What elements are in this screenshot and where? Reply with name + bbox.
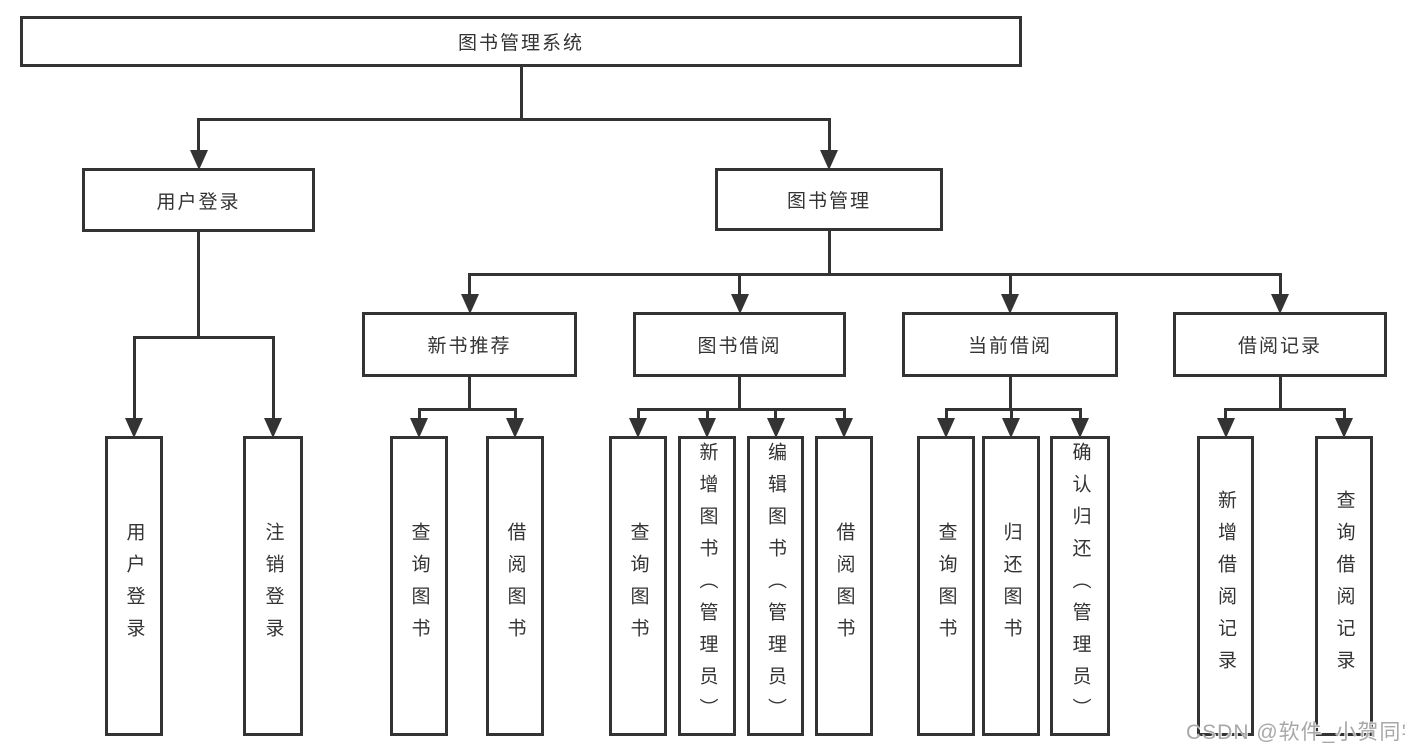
arrow-down-icon-leaf-logout [264, 418, 282, 438]
node-leaf-query-books-recommend: 查询图书 [390, 436, 448, 736]
node-leaf-borrow-books-recommend: 借阅图书 [486, 436, 544, 736]
node-label: 归还图书 [1000, 522, 1022, 650]
connector-stub-borrowing-records [1279, 375, 1282, 411]
connector-drop-leaf-borrow-books-recommend [514, 408, 517, 420]
connector-stub-book-borrowing [738, 375, 741, 411]
node-new-book-recommend: 新书推荐 [362, 312, 577, 377]
node-borrowing-records: 借阅记录 [1173, 312, 1387, 377]
arrow-down-icon-leaf-borrow-books-recommend [506, 418, 524, 438]
connector-stub-root [520, 65, 523, 121]
node-label: 用户登录 [156, 191, 241, 213]
connector-drop-leaf-query-borrow-record [1343, 408, 1346, 420]
connector-stub-new-book-recommend [468, 375, 471, 411]
node-label: 查询图书 [408, 522, 430, 650]
node-root: 图书管理系统 [20, 16, 1022, 67]
connector-drop-leaf-user-login [133, 336, 136, 420]
node-label: 当前借阅 [967, 336, 1052, 357]
arrow-down-icon-leaf-user-login [125, 418, 143, 438]
connector-stub-current-borrowing [1009, 375, 1012, 411]
connector-drop-leaf-add-books [706, 408, 709, 420]
connector-rail-user-login [133, 336, 275, 339]
node-leaf-logout: 注销登录 [243, 436, 303, 736]
node-label: 查询图书 [627, 522, 649, 650]
arrow-down-icon-leaf-confirm-return [1071, 418, 1089, 438]
node-label: 新增图书（管理员） [696, 442, 718, 730]
node-current-borrowing: 当前借阅 [902, 312, 1118, 377]
node-book-borrowing: 图书借阅 [633, 312, 846, 377]
node-label: 用户登录 [123, 522, 145, 650]
node-label: 查询图书 [935, 522, 957, 650]
connector-drop-user-login [197, 118, 200, 152]
node-label: 新增借阅记录 [1215, 490, 1236, 682]
connector-rail-current-borrowing [945, 408, 1082, 411]
connector-drop-leaf-borrow-books-borrowing [843, 408, 846, 420]
node-label: 新书推荐 [427, 336, 512, 357]
node-label: 借阅图书 [504, 522, 526, 650]
arrow-down-icon-leaf-query-borrow-record [1335, 418, 1353, 438]
node-label: 图书借阅 [697, 336, 782, 357]
node-label: 借阅图书 [833, 522, 855, 650]
connector-rail-new-book-recommend [418, 408, 517, 411]
node-leaf-query-books-current: 查询图书 [917, 436, 975, 736]
node-leaf-add-borrow-record: 新增借阅记录 [1197, 436, 1254, 736]
watermark: CSDN @软件_小贺同学 [1186, 721, 1405, 744]
connector-drop-current-borrowing [1009, 273, 1012, 296]
arrow-down-icon-leaf-add-borrow-record [1217, 418, 1235, 438]
node-book-management: 图书管理 [715, 168, 943, 231]
arrow-down-icon-current-borrowing [1001, 294, 1019, 314]
arrow-down-icon-new-book-recommend [461, 294, 479, 314]
node-leaf-edit-books: 编辑图书（管理员） [747, 436, 804, 736]
arrow-down-icon-leaf-return-books [1002, 418, 1020, 438]
connector-stub-book-management [828, 229, 831, 276]
connector-drop-leaf-confirm-return [1079, 408, 1082, 420]
arrow-down-icon-leaf-query-books-recommend [410, 418, 428, 438]
arrow-down-icon-leaf-query-books-borrowing [629, 418, 647, 438]
arrow-down-icon-leaf-query-books-current [937, 418, 955, 438]
node-label: 编辑图书（管理员） [765, 442, 786, 730]
arrow-down-icon-user-login [190, 150, 208, 170]
connector-drop-leaf-logout [272, 336, 275, 420]
connector-rail-root [197, 118, 831, 121]
connector-drop-leaf-add-borrow-record [1224, 408, 1227, 420]
connector-rail-borrowing-records [1224, 408, 1346, 411]
node-user-login: 用户登录 [82, 168, 315, 232]
arrow-down-icon-book-borrowing [731, 294, 749, 314]
connector-drop-book-management [828, 118, 831, 152]
node-leaf-query-borrow-record: 查询借阅记录 [1315, 436, 1373, 736]
connector-drop-leaf-edit-books [774, 408, 777, 420]
connector-stub-user-login [197, 230, 200, 339]
node-leaf-user-login: 用户登录 [105, 436, 163, 736]
arrow-down-icon-leaf-edit-books [767, 418, 785, 438]
connector-drop-leaf-query-books-current [945, 408, 948, 420]
node-label: 确认归还（管理员） [1069, 442, 1091, 730]
node-label: 查询借阅记录 [1333, 490, 1355, 682]
node-leaf-confirm-return: 确认归还（管理员） [1050, 436, 1110, 736]
node-label: 图书管理系统 [457, 33, 584, 54]
node-label: 借阅记录 [1237, 336, 1322, 357]
node-leaf-query-books-borrowing: 查询图书 [609, 436, 667, 736]
connector-drop-new-book-recommend [468, 273, 471, 296]
node-label: 图书管理 [786, 191, 871, 212]
node-leaf-return-books: 归还图书 [982, 436, 1040, 736]
node-leaf-borrow-books-borrowing: 借阅图书 [815, 436, 873, 736]
arrow-down-icon-leaf-add-books [698, 418, 716, 438]
connector-drop-leaf-return-books [1010, 408, 1013, 420]
connector-rail-book-borrowing [637, 408, 846, 411]
connector-drop-borrowing-records [1279, 273, 1282, 296]
connector-drop-leaf-query-books-borrowing [637, 408, 640, 420]
arrow-down-icon-borrowing-records [1271, 294, 1289, 314]
arrow-down-icon-book-management [820, 150, 838, 170]
node-label: 注销登录 [262, 522, 284, 650]
connector-drop-book-borrowing [738, 273, 741, 296]
connector-rail-book-management [468, 273, 1282, 276]
node-leaf-add-books: 新增图书（管理员） [678, 436, 736, 736]
connector-drop-leaf-query-books-recommend [418, 408, 421, 420]
arrow-down-icon-leaf-borrow-books-borrowing [835, 418, 853, 438]
